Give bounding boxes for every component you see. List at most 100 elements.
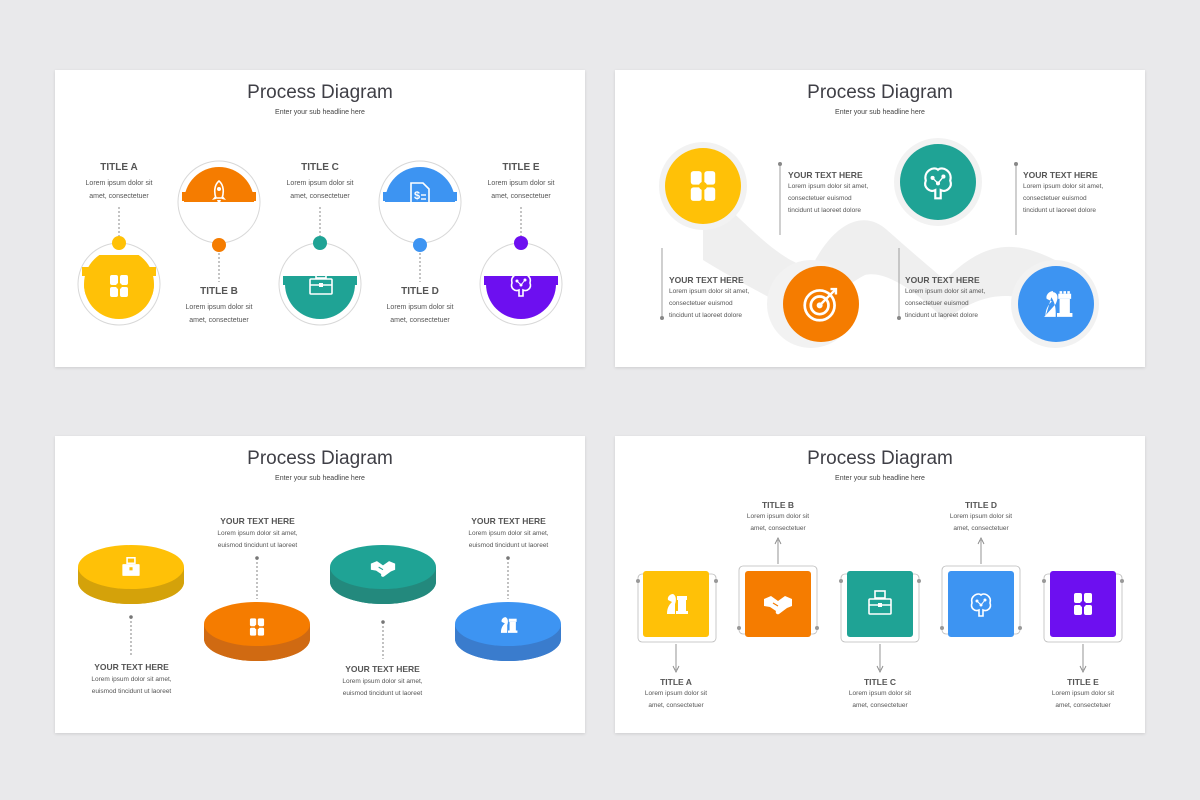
slide-title: Process Diagram: [807, 448, 953, 469]
title-d: TITLE D: [401, 286, 439, 297]
text-1-line-1: Lorem ipsum dolor sit amet,: [91, 676, 172, 683]
title-d: TITLE D: [964, 500, 998, 510]
text-4-line-1: Lorem ipsum dolor sit amet,: [468, 530, 549, 537]
text-1-line-2: consectetuer euismod: [788, 195, 852, 202]
text-3-line-1: Lorem ipsum dolor sit amet,: [342, 678, 423, 685]
slide-disc-process: Process Diagram Enter your sub headline …: [55, 436, 585, 733]
title-a: TITLE A: [100, 162, 138, 173]
title-e-line-2: amet, consectetuer: [1055, 702, 1111, 709]
circle-process-graphic: [77, 160, 563, 326]
text-2-title: YOUR TEXT HERE: [669, 275, 744, 285]
text-2-body: Lorem ipsum dolor sit amet, euismod tinci…: [205, 528, 310, 552]
text-4-body: Lorem ipsum dolor sit amet, euismod tinci…: [456, 528, 561, 552]
title-d-line-2: amet, consectetuer: [390, 317, 450, 324]
title-c-line-2: amet, consectetuer: [290, 193, 350, 200]
text-4-title: YOUR TEXT HERE: [471, 516, 546, 526]
title-b-line-1: Lorem ipsum dolor sit: [746, 513, 810, 520]
hands-icon: [1074, 593, 1092, 615]
slide-title: Process Diagram: [247, 82, 393, 103]
title-b: TITLE B: [200, 286, 238, 297]
invoice-icon: $: [410, 182, 430, 209]
text-2-line-1: Lorem ipsum dolor sit amet,: [217, 530, 298, 537]
briefcase-icon: [868, 590, 892, 615]
title-c-line-2: amet, consectetuer: [852, 702, 908, 709]
text-4-line-2: euismod tincidunt ut laoreet: [468, 542, 549, 549]
title-a-line-2: amet, consectetuer: [89, 193, 149, 200]
target-icon: [803, 287, 838, 322]
title-e-line-2: amet, consectetuer: [491, 193, 551, 200]
slide-title: Process Diagram: [807, 82, 953, 103]
title-c-text: Lorem ipsum dolor sit amet, consectetuer: [830, 688, 930, 712]
title-e-text: Lorem ipsum dolor sit amet, consectetuer: [1033, 688, 1133, 712]
chess-icon: [500, 617, 518, 633]
text-1-body: Lorem ipsum dolor sit amet, consectetuer …: [788, 181, 868, 217]
text-3-line-2: euismod tincidunt ut laoreet: [342, 690, 423, 697]
title-c: TITLE C: [301, 162, 339, 173]
text-1-title: YOUR TEXT HERE: [788, 170, 863, 180]
title-e-line-1: Lorem ipsum dolor sit: [487, 180, 555, 187]
text-4-line-2: consectetuer euismod: [905, 300, 969, 307]
slide-subtitle: Enter your sub headline here: [835, 109, 925, 116]
slide-circle-process: Process Diagram Enter your sub headline …: [55, 70, 585, 367]
chess-icon: [1044, 291, 1073, 317]
slide-subtitle: Enter your sub headline here: [835, 475, 925, 482]
text-2-title: YOUR TEXT HERE: [220, 516, 295, 526]
title-e: TITLE E: [1067, 677, 1099, 687]
title-b: TITLE B: [761, 500, 795, 510]
text-3-body: Lorem ipsum dolor sit amet, consectetuer …: [1023, 181, 1103, 217]
slide-subtitle: Enter your sub headline here: [275, 475, 365, 482]
svg-text:$: $: [414, 190, 420, 202]
briefcase-icon: [122, 557, 140, 576]
title-c-line-1: Lorem ipsum dolor sit: [848, 690, 912, 697]
text-3-line-2: consectetuer euismod: [1023, 195, 1087, 202]
title-c-line-1: Lorem ipsum dolor sit: [286, 180, 354, 187]
text-4-title: YOUR TEXT HERE: [905, 275, 980, 285]
square-process-graphic: [636, 536, 1124, 674]
rocket-icon: [212, 180, 226, 205]
title-e-text: Lorem ipsum dolor sit amet, consectetuer: [471, 177, 571, 203]
title-c-text: Lorem ipsum dolor sit amet, consectetuer: [270, 177, 370, 203]
title-c: TITLE C: [863, 677, 897, 687]
title-a-text: Lorem ipsum dolor sit amet, consectetuer: [69, 177, 169, 203]
title-d-text: Lorem ipsum dolor sit amet, consectetuer: [370, 301, 470, 327]
text-3-title: YOUR TEXT HERE: [345, 664, 420, 674]
text-4-line-3: tincidunt ut laoreet dolore: [905, 312, 978, 319]
text-3-line-3: tincidunt ut laoreet dolore: [1023, 207, 1096, 214]
slide-square-process: Process Diagram Enter your sub headline …: [615, 436, 1145, 733]
text-2-line-2: consectetuer euismod: [669, 300, 733, 307]
text-3-title: YOUR TEXT HERE: [1023, 170, 1098, 180]
title-b-line-2: amet, consectetuer: [189, 317, 249, 324]
brain-icon: [924, 167, 952, 200]
text-2-line-1: Lorem ipsum dolor sit amet,: [669, 288, 750, 295]
brain-icon: [970, 593, 992, 617]
slide-wave-process: Process Diagram Enter your sub headline …: [615, 70, 1145, 367]
text-1-title: YOUR TEXT HERE: [94, 662, 169, 672]
text-4-line-1: Lorem ipsum dolor sit amet,: [905, 288, 986, 295]
title-a: TITLE A: [660, 677, 692, 687]
briefcase-icon: [309, 270, 333, 295]
text-1-line-3: tincidunt ut laoreet dolore: [788, 207, 861, 214]
slide-subtitle: Enter your sub headline here: [275, 109, 365, 116]
brain-icon: [510, 273, 532, 297]
text-2-line-2: euismod tincidunt ut laoreet: [217, 542, 298, 549]
text-3-body: Lorem ipsum dolor sit amet, euismod tinci…: [330, 676, 435, 700]
title-e: TITLE E: [502, 162, 540, 173]
hands-icon: [249, 618, 265, 636]
title-a-line-1: Lorem ipsum dolor sit: [85, 180, 153, 187]
title-a-line-1: Lorem ipsum dolor sit: [644, 690, 708, 697]
title-d-line-1: Lorem ipsum dolor sit: [386, 304, 454, 311]
text-1-body: Lorem ipsum dolor sit amet, euismod tinci…: [79, 674, 184, 698]
text-1-line-2: euismod tincidunt ut laoreet: [91, 688, 172, 695]
text-3-line-1: Lorem ipsum dolor sit amet,: [1023, 183, 1104, 190]
text-4-body: Lorem ipsum dolor sit amet, consectetuer …: [905, 286, 985, 322]
text-1-line-1: Lorem ipsum dolor sit amet,: [788, 183, 869, 190]
text-2-line-3: tincidunt ut laoreet dolore: [669, 312, 742, 319]
title-d-line-2: amet, consectetuer: [953, 525, 1009, 532]
slide-title: Process Diagram: [247, 448, 393, 469]
title-e-line-1: Lorem ipsum dolor sit: [1051, 690, 1115, 697]
hands-icon: [110, 275, 128, 297]
